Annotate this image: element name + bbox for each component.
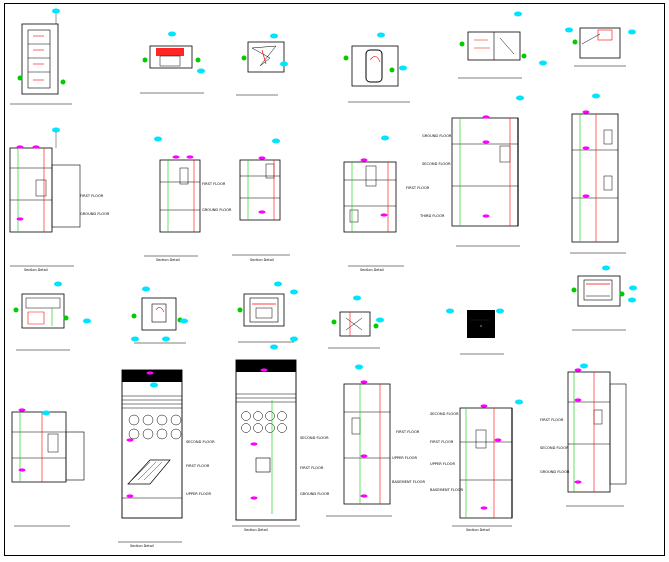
section-f [570,93,626,254]
plan-3 [236,33,288,96]
plan-11 [446,308,504,355]
label-basement-floor-f: BASEMENT FLOOR [392,480,425,484]
section-b [144,136,201,257]
plan-8 [131,286,188,344]
label-first-floor-a: FIRST FLOOR [80,194,104,198]
label-second-floor-g: SECOND FLOOR [430,412,459,416]
plan-6 [565,27,636,67]
plan-12 [571,265,637,331]
caption-section-b: Section Detail [156,258,180,262]
label-ground-floor-h: GROUND FLOOR [540,470,570,474]
label-first-floor-f: FIRST FLOOR [396,430,420,434]
label-upper-floor-d: UPPER FLOOR [186,492,211,496]
label-second-floor-h: SECOND FLOOR [540,446,569,450]
section-j [566,363,627,507]
plan-7 [13,281,91,351]
label-third-floor-c: THIRD FLOOR [420,214,445,218]
section-g [11,408,85,527]
plan-9 [237,281,298,343]
plan-1 [10,8,72,105]
section-a [9,127,81,267]
section-h [326,364,392,517]
label-first-floor-h: FIRST FLOOR [540,418,564,422]
label-basement-floor-g: BASEMENT FLOOR [430,488,463,492]
label-ground-floor-e: GROUND FLOOR [300,492,330,496]
label-upper-floor-g: UPPER FLOOR [430,462,455,466]
plan-2 [140,31,205,94]
stair-section [118,336,183,543]
label-first-floor-g: FIRST FLOOR [430,440,454,444]
sheet-border [4,3,665,556]
facade-section [232,336,300,527]
caption-section-f: Section Detail [244,528,268,532]
label-first-floor-b: FIRST FLOOR [202,182,226,186]
plan-4 [343,32,410,103]
label-second-floor-c: SECOND FLOOR [422,162,451,166]
label-first-floor-d: FIRST FLOOR [186,464,210,468]
label-first-floor-e: FIRST FLOOR [300,466,324,470]
label-second-floor-e: SECOND FLOOR [300,436,329,440]
caption-section-c: Section Detail [250,258,274,262]
label-ground-floor-b: GROUND FLOOR [202,208,232,212]
caption-section-g: Section Detail [466,528,490,532]
section-c [232,138,290,256]
label-ground-floor-a: GROUND FLOOR [80,212,110,216]
label-second-floor-d: SECOND FLOOR [186,440,215,444]
caption-section-a: Section Detail [24,268,48,272]
caption-section-d: Section Detail [360,268,384,272]
label-first-floor-c: FIRST FLOOR [406,186,430,190]
label-ground-floor-c: GROUND FLOOR [422,134,452,138]
section-i [452,399,523,527]
caption-section-e: Section Detail [130,544,154,548]
section-d [343,135,404,267]
label-upper-floor-f: UPPER FLOOR [392,456,417,460]
plan-10 [328,295,384,349]
plan-5 [458,11,547,79]
section-e [451,95,524,247]
